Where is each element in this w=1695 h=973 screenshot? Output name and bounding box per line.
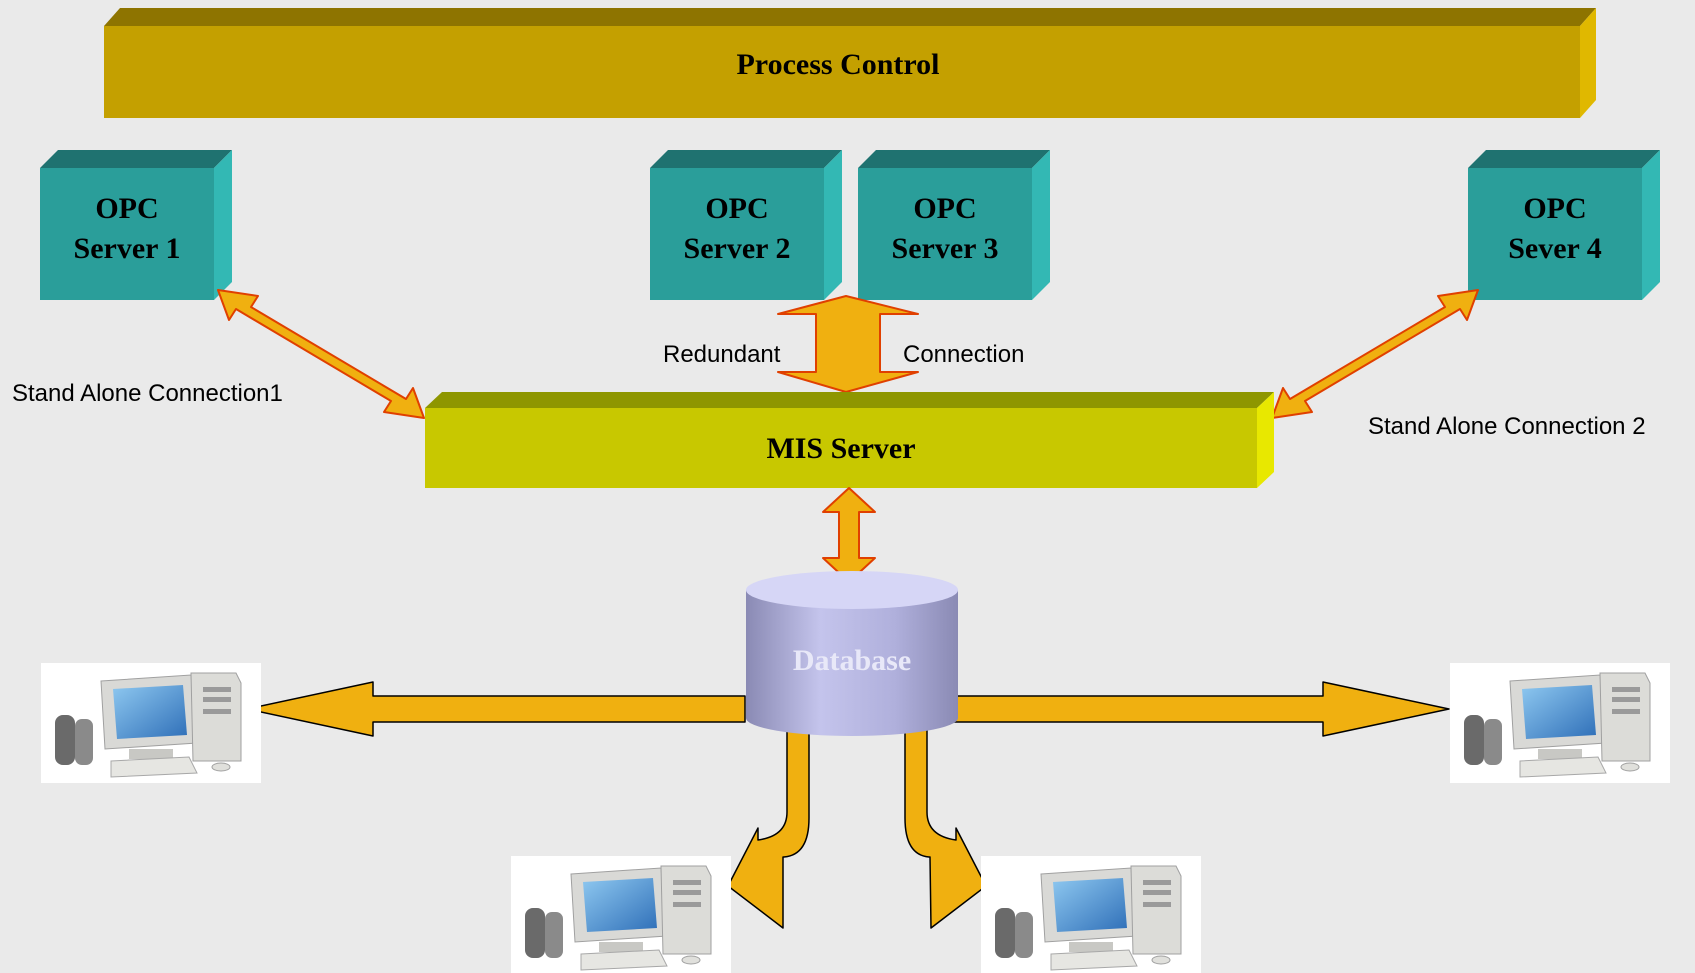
opc-server-4-line2: Sever 4 [1508,232,1602,265]
opc-server-3: OPC Server 3 [858,150,1050,300]
mis-server-bar: MIS Server [425,392,1274,488]
opc-server-2-line2: Server 2 [684,232,791,265]
database-label: Database [793,644,911,677]
desktop-computer-icon [1449,662,1671,784]
stand-alone-arrow-2 [1271,289,1479,419]
redundant-label: Redundant [663,341,781,368]
process-control-bar: Process Control [104,8,1596,118]
stand-alone-arrow-1 [217,289,425,419]
opc-server-2: OPC Server 2 [650,150,842,300]
database-to-left-workstation-arrow [246,681,746,737]
desktop-computer-icon [510,855,732,973]
database-to-bottom-left-workstation-arrow [727,727,810,929]
mis-server-label: MIS Server [766,432,915,465]
opc-server-1-line2: Server 1 [74,232,181,265]
opc-server-1-line1: OPC [95,192,158,225]
mis-database-arrow [822,487,876,583]
process-control-label: Process Control [736,48,939,81]
opc-server-3-line1: OPC [913,192,976,225]
stand-alone-connection-1-label: Stand Alone Connection1 [12,380,283,407]
opc-server-1: OPC Server 1 [40,150,232,300]
connection-label: Connection [903,341,1024,368]
desktop-computer-icon [40,662,262,784]
opc-server-4-line1: OPC [1523,192,1586,225]
stand-alone-connection-2-label: Stand Alone Connection 2 [1368,413,1646,440]
database-to-right-workstation-arrow [952,681,1450,737]
database-to-bottom-right-workstation-arrow [904,727,987,929]
redundant-connection-arrow [777,295,919,393]
database-cylinder: Database [746,571,958,736]
opc-server-2-line1: OPC [705,192,768,225]
desktop-computer-icon [980,855,1202,973]
opc-server-4: OPC Sever 4 [1468,150,1660,300]
opc-server-3-line2: Server 3 [892,232,999,265]
